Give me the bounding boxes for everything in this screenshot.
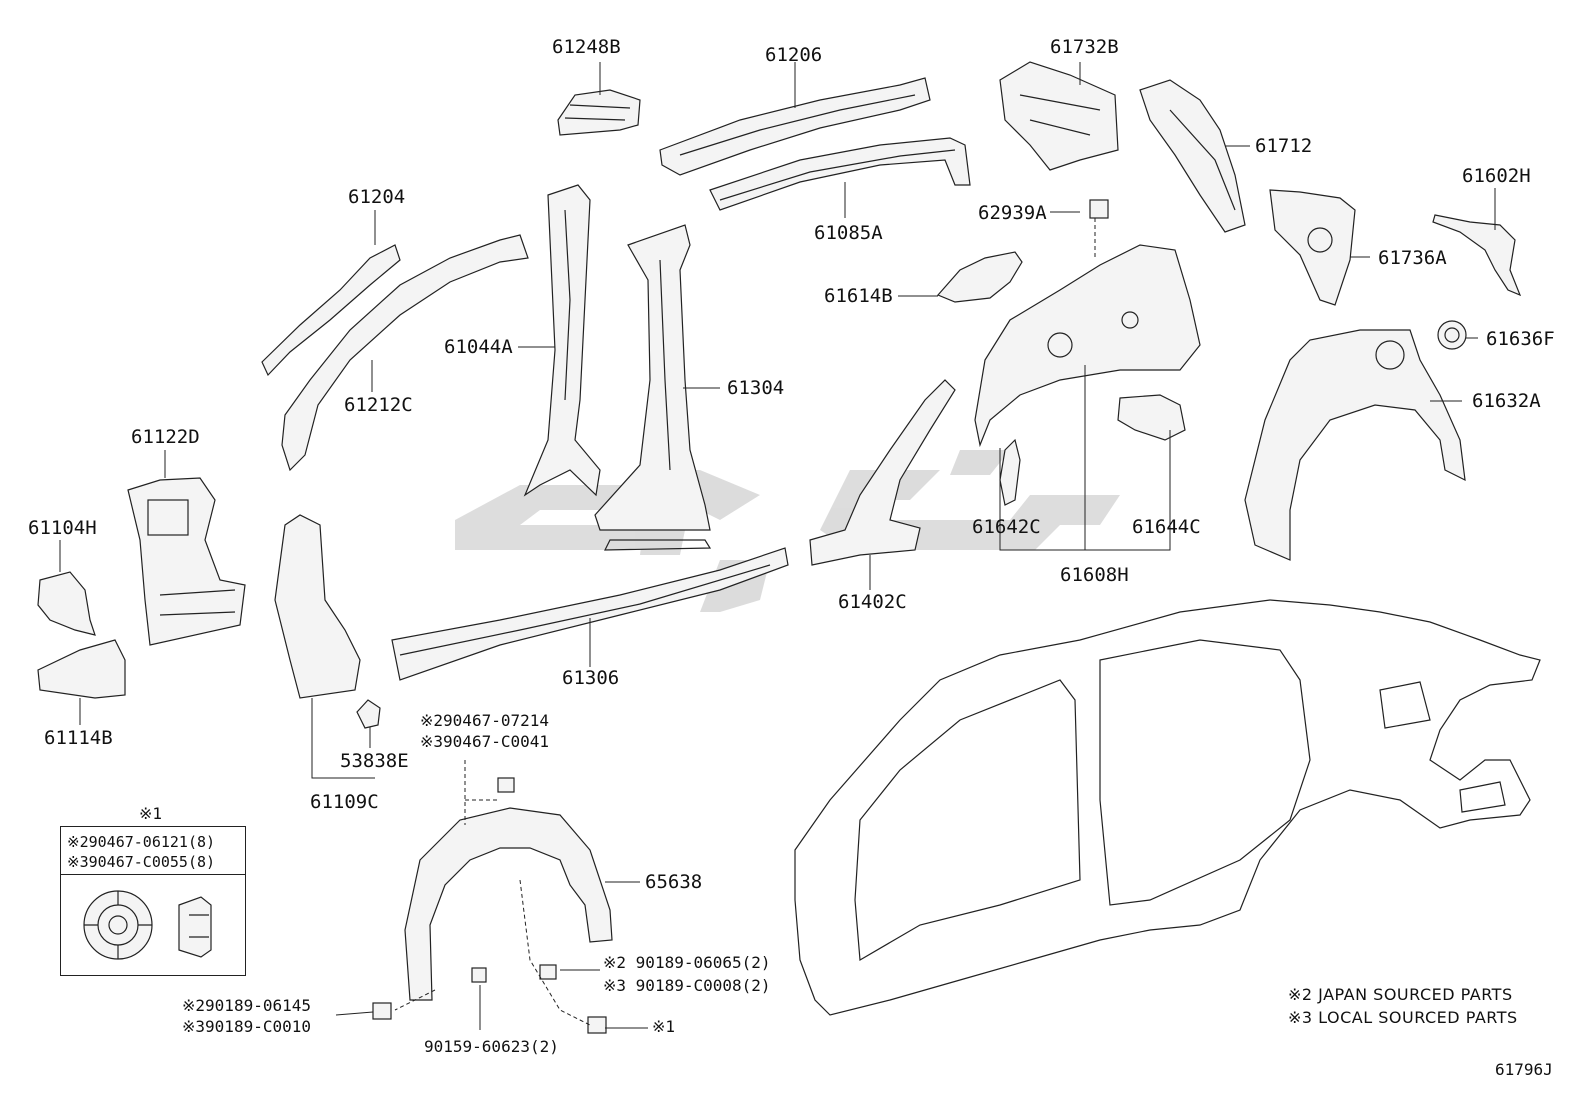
label-61712: 61712 <box>1255 135 1313 157</box>
label-61104h: 61104H <box>28 517 97 539</box>
screw-left-label-1: ※290189-06145 <box>182 996 311 1015</box>
label-61306: 61306 <box>562 667 620 689</box>
label-62939a: 62939A <box>978 202 1047 224</box>
screw-right-label-1: ※2 90189-06065(2) <box>603 953 771 972</box>
part-61104h-drawing <box>37 571 96 636</box>
screw-left-drawing <box>372 1002 392 1020</box>
label-61402c: 61402C <box>838 591 907 613</box>
clip-top-label-1: ※290467-07214 <box>420 711 549 730</box>
label-61206: 61206 <box>765 44 823 66</box>
label-61644c: 61644C <box>1132 516 1201 538</box>
part-61644c-drawing <box>1117 394 1186 441</box>
note-japan-sourced: ※2 JAPAN SOURCED PARTS <box>1288 985 1513 1004</box>
part-61402c-drawing <box>809 379 956 566</box>
part-61636f-drawing <box>1437 320 1467 350</box>
part-61204-drawing <box>261 244 401 377</box>
part-53838e-drawing <box>356 699 381 729</box>
part-61632a-drawing <box>1244 329 1466 561</box>
label-61304: 61304 <box>727 377 785 399</box>
label-61736a: 61736A <box>1378 247 1447 269</box>
nut-drawing <box>587 1016 607 1034</box>
clip-top-label-2: ※390467-C0041 <box>420 732 549 751</box>
bolt-bottom-drawing <box>471 967 487 983</box>
legend-divider <box>61 874 245 875</box>
legend-line-1: ※290467-06121(8) <box>67 833 216 851</box>
body-side-outline-drawing <box>794 599 1541 1016</box>
label-61122d: 61122D <box>131 426 200 448</box>
part-61085a-drawing <box>709 137 971 211</box>
part-61248b-drawing <box>557 89 641 136</box>
part-61712-drawing <box>1139 79 1246 233</box>
leader-lines <box>59 62 1496 1030</box>
part-62939a-drawing <box>1089 199 1109 219</box>
part-61109c-drawing <box>274 514 361 699</box>
legend-line-2: ※390467-C0055(8) <box>67 853 216 871</box>
legend-clip-drawing <box>83 890 212 960</box>
legend-title: ※1 <box>139 804 163 823</box>
part-61304-drawing <box>594 224 712 551</box>
label-53838e: 53838E <box>340 750 409 772</box>
label-61248b: 61248B <box>552 36 621 58</box>
diagram-code: 61796J <box>1495 1060 1553 1079</box>
label-61732b: 61732B <box>1050 36 1119 58</box>
part-61614b-drawing <box>936 251 1023 303</box>
note-local-sourced: ※3 LOCAL SOURCED PARTS <box>1288 1008 1518 1027</box>
part-61212c-drawing <box>281 234 529 472</box>
label-65638: 65638 <box>645 871 703 893</box>
screw-left-label-2: ※390189-C0010 <box>182 1017 311 1036</box>
part-61044a-drawing <box>523 184 601 497</box>
label-61109c: 61109C <box>310 791 379 813</box>
screw-right-label-2: ※3 90189-C0008(2) <box>603 976 771 995</box>
label-61608h: 61608H <box>1060 564 1129 586</box>
part-61114b-drawing <box>37 639 126 699</box>
label-61636f: 61636F <box>1486 328 1555 350</box>
part-61206-drawing <box>659 77 931 176</box>
clip-top-drawing <box>497 777 515 793</box>
label-61204: 61204 <box>348 186 406 208</box>
part-61122d-drawing <box>127 477 246 646</box>
label-61602h: 61602H <box>1462 165 1531 187</box>
label-61114b: 61114B <box>44 727 113 749</box>
legend-box: ※290467-06121(8) ※390467-C0055(8) <box>60 826 246 976</box>
bolt-bottom-label: 90159-60623(2) <box>424 1037 559 1056</box>
label-61614b: 61614B <box>824 285 893 307</box>
label-61632a: 61632A <box>1472 390 1541 412</box>
part-65638-drawing <box>404 807 613 1001</box>
label-61212c: 61212C <box>344 394 413 416</box>
nut-ref-label: ※1 <box>652 1017 676 1036</box>
part-61642c-drawing <box>999 438 1021 506</box>
label-61642c: 61642C <box>972 516 1041 538</box>
screw-right-drawing <box>539 964 557 980</box>
part-61732b-drawing <box>999 61 1119 171</box>
part-61306-drawing <box>391 547 789 681</box>
label-61085a: 61085A <box>814 222 883 244</box>
part-61736a-drawing <box>1269 189 1356 306</box>
part-61608h-drawing <box>974 244 1201 448</box>
label-61044a: 61044A <box>444 336 513 358</box>
